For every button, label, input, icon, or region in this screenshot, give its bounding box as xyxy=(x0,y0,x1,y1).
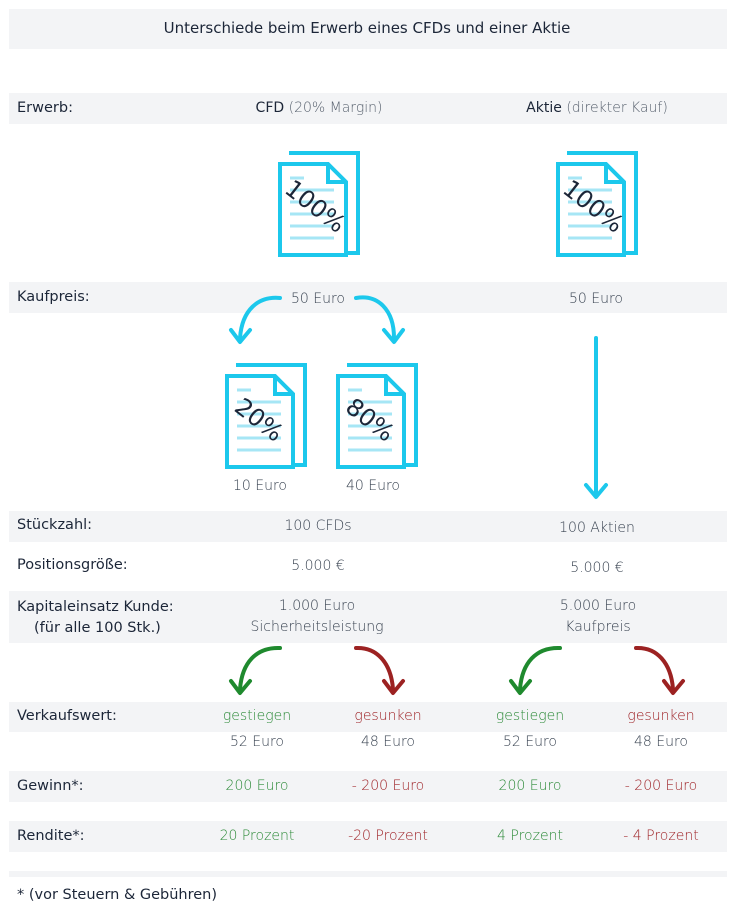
rendite-2: -20 Prozent xyxy=(348,828,428,844)
kaufpreis-aktie: 50 Euro xyxy=(569,291,623,307)
label-erwerb: Erwerb: xyxy=(17,100,73,116)
footer-divider xyxy=(9,871,727,877)
label-stueckzahl: Stückzahl: xyxy=(17,517,93,533)
split-right-value: 40 Euro xyxy=(346,478,400,494)
kapitaleinsatz-aktie-amount: 5.000 Euro xyxy=(559,598,637,614)
cfd-header-bold: CFD xyxy=(255,100,285,116)
document-100-cfd-icon: 100% xyxy=(278,151,360,257)
label-positionsgroesse: Positionsgröße: xyxy=(17,557,128,573)
arrow-up-aktie-icon xyxy=(509,645,562,695)
rendite-3: 4 Prozent xyxy=(497,828,563,844)
title-band xyxy=(9,9,727,49)
gewinn-2: - 200 Euro xyxy=(351,778,425,794)
rendite-1: 20 Prozent xyxy=(219,828,295,844)
kapitaleinsatz-cfd-amount: 1.000 Euro xyxy=(278,598,356,614)
label-kaufpreis: Kaufpreis: xyxy=(17,289,90,305)
diagram-title: Unterschiede beim Erwerb eines CFDs und … xyxy=(163,19,571,37)
document-20-icon: 20% xyxy=(225,363,307,469)
document-80-icon: 80% xyxy=(336,363,418,469)
verkaufswert-value-1: 52 Euro xyxy=(230,734,284,750)
kapitaleinsatz-cfd-type: Sicherheitsleistung xyxy=(250,619,384,635)
aktie-header-bold: Aktie xyxy=(526,100,562,116)
row-verkaufswert xyxy=(9,702,727,732)
arrow-down-aktie-red-icon xyxy=(634,645,685,695)
label-kapitaleinsatz: Kapitaleinsatz Kunde: xyxy=(17,599,174,615)
verkaufswert-state-4: gesunken xyxy=(627,708,695,724)
aktie-header-light: (direkter Kauf) xyxy=(566,100,668,116)
label-gewinn: Gewinn*: xyxy=(17,778,84,794)
gewinn-4: - 200 Euro xyxy=(624,778,698,794)
footnote: * (vor Steuern & Gebühren) xyxy=(17,887,218,903)
row-stueckzahl xyxy=(9,511,727,542)
label-rendite: Rendite*: xyxy=(17,828,85,844)
row-gewinn xyxy=(9,771,727,802)
stueckzahl-cfd: 100 CFDs xyxy=(284,518,352,534)
verkaufswert-state-3: gestiegen xyxy=(495,708,565,724)
label-kapitaleinsatz-sub: (für alle 100 Stk.) xyxy=(34,620,161,636)
verkaufswert-value-3: 52 Euro xyxy=(503,734,557,750)
gewinn-3: 200 Euro xyxy=(498,778,562,794)
verkaufswert-value-4: 48 Euro xyxy=(634,734,688,750)
kaufpreis-cfd: 50 Euro xyxy=(291,291,345,307)
arrow-split-right-icon xyxy=(354,295,405,344)
gewinn-1: 200 Euro xyxy=(225,778,289,794)
label-verkaufswert: Verkaufswert: xyxy=(17,708,117,724)
verkaufswert-state-1: gestiegen xyxy=(222,708,292,724)
aktie-header: Aktie (direkter Kauf) xyxy=(526,99,668,117)
document-100-aktie-icon: 100% xyxy=(556,151,638,257)
positionsgroesse-cfd: 5.000 € xyxy=(291,558,345,574)
arrow-down-aktie-icon xyxy=(584,336,608,499)
arrow-split-left-icon xyxy=(229,295,282,344)
arrow-down-cfd-icon xyxy=(354,645,405,695)
verkaufswert-value-2: 48 Euro xyxy=(361,734,415,750)
arrow-up-cfd-icon xyxy=(229,645,282,695)
rendite-4: - 4 Prozent xyxy=(623,828,699,844)
row-rendite xyxy=(9,821,727,852)
verkaufswert-state-2: gesunken xyxy=(354,708,422,724)
row-kapitaleinsatz xyxy=(9,591,727,643)
stueckzahl-aktie: 100 Aktien xyxy=(559,520,635,536)
positionsgroesse-aktie: 5.000 € xyxy=(570,560,624,576)
cfd-header: CFD (20% Margin) xyxy=(256,99,383,117)
kapitaleinsatz-aktie-type: Kaufpreis xyxy=(565,619,631,635)
row-erwerb xyxy=(9,93,727,124)
cfd-header-light: (20% Margin) xyxy=(288,100,383,116)
split-left-value: 10 Euro xyxy=(233,478,287,494)
